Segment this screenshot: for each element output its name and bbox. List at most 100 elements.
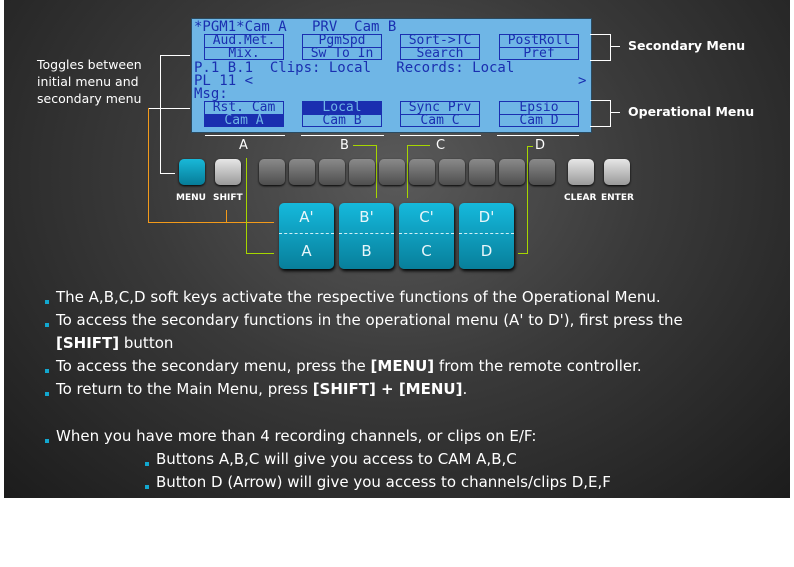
annotation-line <box>160 55 190 56</box>
bullet-text: Button D (Arrow) will give you access to… <box>156 473 611 491</box>
shift-label: SHIFT <box>213 193 243 203</box>
softkey-shift-label: A' <box>279 203 334 234</box>
soft-button[interactable] <box>289 159 315 185</box>
bullet-text: To return to the Main Menu, press <box>56 380 313 398</box>
sub-bullet-item: Buttons A,B,C will give you access to CA… <box>145 448 517 471</box>
lcd-text: Sync Prv <box>401 101 479 115</box>
letter-c: C <box>436 138 446 153</box>
bullet-continuation: [SHIFT] button <box>56 332 173 355</box>
connector-b <box>376 145 377 198</box>
clear-label: CLEAR <box>564 193 597 203</box>
softkey-label: C <box>421 242 432 260</box>
lcd-text: Epsio <box>500 101 578 115</box>
letter-a: A <box>239 138 248 153</box>
bullet-item: To access the secondary functions in the… <box>45 309 683 332</box>
soft-button[interactable] <box>409 159 435 185</box>
bracket-line <box>610 112 620 113</box>
menu-label: MENU <box>176 193 206 203</box>
lcd-arrow-right: > <box>578 73 587 89</box>
bracket-line <box>610 46 620 47</box>
bullet-text: The A,B,C,D soft keys activate the respe… <box>56 288 661 306</box>
connector-d <box>527 146 533 147</box>
lcd-display: *PGM1*Cam A PRV Cam B Aud.Met.Mix. PgmSp… <box>191 18 592 133</box>
soft-button[interactable] <box>349 159 375 185</box>
lcd-text: PostRoll <box>500 34 578 48</box>
lcd-text: Cam B <box>322 113 362 128</box>
softkey-c[interactable]: C' C <box>399 203 454 269</box>
lcd-text: PgmSpd <box>303 34 381 48</box>
shift-button[interactable] <box>215 159 241 185</box>
bullet-bold: [MENU] <box>370 357 435 375</box>
lcd-text: Cam C <box>420 113 460 128</box>
sub-bullet-item: Button D (Arrow) will give you access to… <box>145 471 611 494</box>
bracket-line <box>590 100 610 101</box>
clear-button[interactable] <box>568 159 594 185</box>
soft-button[interactable] <box>259 159 285 185</box>
menu-button[interactable] <box>179 159 205 185</box>
softkey-label: A <box>301 242 312 260</box>
softkey-b[interactable]: B'B <box>339 203 394 269</box>
soft-button[interactable] <box>439 159 465 185</box>
shift-line <box>148 222 274 223</box>
letter-b: B <box>340 138 349 153</box>
bullet-icon <box>45 369 49 373</box>
shift-line <box>148 108 149 223</box>
column-line <box>205 135 285 136</box>
connector-c <box>407 145 430 146</box>
bullet-icon <box>145 462 149 466</box>
column-line <box>301 135 384 136</box>
bullet-bold: [SHIFT] + [MENU] <box>312 380 463 398</box>
bracket-line <box>610 100 611 127</box>
bullet-icon <box>45 323 49 327</box>
bullet-icon <box>45 392 49 396</box>
bullet-icon <box>45 300 49 304</box>
lcd-status-line: *PGM1*Cam A PRV Cam B <box>194 19 397 35</box>
bracket-line <box>590 126 610 127</box>
bracket-line <box>590 60 610 61</box>
softkey-d[interactable]: D' D <box>459 203 514 269</box>
lcd-text: Pref <box>523 46 555 61</box>
lcd-playlist-line: PL 11 < <box>194 73 254 89</box>
bullet-icon <box>45 439 49 443</box>
connector-c <box>407 145 408 198</box>
soft-button[interactable] <box>319 159 345 185</box>
lcd-text: Mix. <box>228 46 260 61</box>
bullet-text: from the remote controller. <box>434 357 642 375</box>
bullet-text: To access the secondary menu, press the <box>56 357 371 375</box>
operational-menu-label: Operational Menu <box>628 104 755 119</box>
bullet-icon <box>145 485 149 489</box>
softkey-shift-label: C' <box>399 203 454 234</box>
annotation-line <box>160 55 161 174</box>
soft-button[interactable] <box>469 159 495 185</box>
soft-button[interactable] <box>379 159 405 185</box>
shift-line <box>226 210 227 222</box>
connector-a <box>246 158 247 254</box>
lcd-text: Search <box>416 46 464 61</box>
enter-button[interactable] <box>604 159 630 185</box>
lcd-text: Cam A <box>205 114 283 127</box>
column-line <box>497 135 579 136</box>
softkey-a[interactable]: A' A <box>279 203 334 269</box>
letter-d: D <box>535 138 546 153</box>
lcd-text: Local <box>303 101 381 115</box>
soft-button[interactable] <box>499 159 525 185</box>
secondary-menu-label: Secondary Menu <box>628 38 746 53</box>
connector-b <box>353 145 376 146</box>
lcd-text: Rst. Cam <box>205 101 283 115</box>
bullet-text: When you have more than 4 recording chan… <box>56 427 537 445</box>
bullet-text: To access the secondary functions in the… <box>56 311 683 329</box>
annotation-line <box>160 173 175 174</box>
softkey-shift-label: D' <box>459 203 514 234</box>
softkey-label: D <box>480 242 493 260</box>
bullet-item: The A,B,C,D soft keys activate the respe… <box>45 286 661 309</box>
soft-button[interactable] <box>529 159 555 185</box>
enter-label: ENTER <box>601 193 634 203</box>
lcd-text: Sort->TC <box>401 34 479 48</box>
bullet-text: Buttons A,B,C will give you access to CA… <box>156 450 517 468</box>
bracket-line <box>610 34 611 61</box>
